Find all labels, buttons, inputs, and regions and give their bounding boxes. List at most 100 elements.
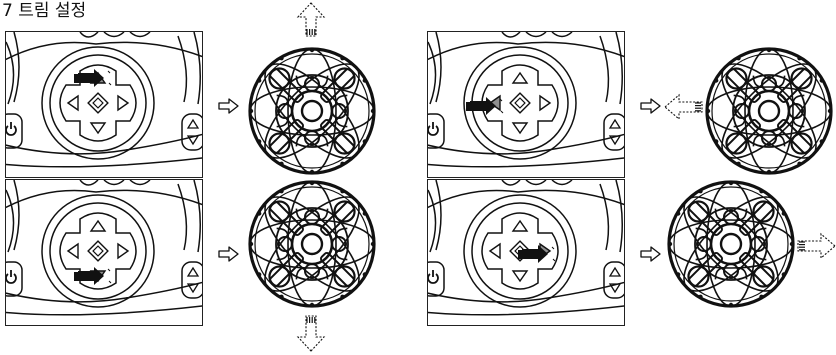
drone-cage-node xyxy=(371,242,375,246)
up-down-arrows-icon xyxy=(610,120,620,144)
controller-right-contour-2 xyxy=(194,180,200,252)
power-button xyxy=(6,262,22,296)
drone-center xyxy=(302,101,322,121)
hollow-right-arrow-icon xyxy=(218,98,240,114)
drone-cage-node xyxy=(759,189,763,193)
controller-diagram xyxy=(6,180,203,326)
drone-cage-node xyxy=(820,139,824,143)
dpad-up-key xyxy=(91,221,105,231)
dpad-down-key xyxy=(91,123,105,133)
top-button xyxy=(80,32,98,37)
controller-right-contour xyxy=(178,36,186,102)
drone-cage-node xyxy=(249,109,253,113)
drone-cage-node xyxy=(310,170,314,174)
top-button xyxy=(104,32,124,37)
drone-cage-node xyxy=(279,189,283,193)
drone-cage-ring xyxy=(707,182,755,306)
drone-cage-node xyxy=(729,303,733,307)
controller-right-contour xyxy=(178,184,186,250)
controller-left-contour-2 xyxy=(428,190,436,252)
drone-cage-node xyxy=(257,139,261,143)
drone-body xyxy=(292,224,332,264)
drone-cage-node xyxy=(706,109,710,113)
drone-cage-node xyxy=(668,242,672,246)
drone-cage-node xyxy=(310,181,314,185)
dashed-arrow-shape xyxy=(798,234,835,258)
power-icon xyxy=(428,122,438,135)
top-button xyxy=(502,32,520,37)
drone-cage-node xyxy=(676,211,680,215)
up-down-arrows-icon xyxy=(188,268,198,292)
controller-panel-trim-left xyxy=(427,31,625,178)
drone-cage-ring xyxy=(288,182,336,306)
drone-cage-node xyxy=(736,162,740,166)
drone-cage-node xyxy=(698,189,702,193)
drone-cage-node xyxy=(257,272,261,276)
controller-top-edge xyxy=(6,190,203,210)
power-button xyxy=(428,262,444,296)
drone-cage-node xyxy=(729,181,733,185)
controller-panel-trim-backward xyxy=(5,179,203,326)
drone-cage-node xyxy=(759,295,763,299)
controller-right-contour xyxy=(600,184,608,250)
drone-body xyxy=(749,91,789,131)
controller-diagram xyxy=(6,32,203,178)
drone-cage-node xyxy=(714,78,718,82)
top-button xyxy=(104,180,124,185)
throttle-button xyxy=(182,262,203,298)
dashed-arrow-up-icon xyxy=(296,2,326,38)
controller-right-contour-2 xyxy=(616,180,622,252)
drone-cage-node xyxy=(310,48,314,52)
drone-cage-ring xyxy=(708,50,830,172)
power-icon xyxy=(6,270,16,283)
dpad-down-key xyxy=(513,123,527,133)
controller-panel-trim-right xyxy=(427,179,625,326)
top-button xyxy=(552,32,572,37)
throttle-button xyxy=(604,262,625,298)
dpad-outer-ring xyxy=(42,47,154,159)
dpad-left-key xyxy=(68,244,78,258)
drone-cage-node xyxy=(797,56,801,60)
drone-cage-node xyxy=(340,295,344,299)
drone-cage-ring xyxy=(251,183,373,305)
drone-cage-node xyxy=(828,109,832,113)
page-title: 7 트림 설정 xyxy=(2,0,86,22)
top-button xyxy=(130,32,150,37)
center-diamond-button xyxy=(510,93,530,113)
controller-left-contour-2 xyxy=(6,42,14,104)
top-button xyxy=(130,180,150,185)
drone-cage-node xyxy=(340,162,344,166)
up-down-arrows-icon xyxy=(188,120,198,144)
drone-cage-ring xyxy=(251,183,373,305)
drone-cage-node xyxy=(363,272,367,276)
drone-cage-node xyxy=(257,78,261,82)
center-diamond-inner xyxy=(93,246,103,256)
drone-cage-node xyxy=(257,211,261,215)
drone-cage-node xyxy=(714,139,718,143)
dashed-arrow-down-icon xyxy=(296,314,326,352)
drone-top-view-icon xyxy=(246,45,378,177)
drone-cage-node xyxy=(279,162,283,166)
drone-cage-node xyxy=(767,170,771,174)
drone-cage-node xyxy=(790,242,794,246)
dpad-right-key xyxy=(540,96,550,110)
drone-body xyxy=(292,91,332,131)
drone-cage-ring xyxy=(250,87,374,135)
drone-cage-ring xyxy=(251,50,373,172)
controller-left-contour-2 xyxy=(428,42,436,104)
controller-left-contour xyxy=(14,180,19,250)
controller-left-contour xyxy=(436,180,441,250)
top-button xyxy=(80,180,98,185)
controller-panel-trim-forward xyxy=(5,31,203,178)
hollow-right-arrow-shape xyxy=(219,99,238,113)
center-diamond-inner xyxy=(93,98,103,108)
drone-cage-node xyxy=(363,139,367,143)
hollow-right-arrow-icon xyxy=(640,98,662,114)
dashed-arrow-shape xyxy=(298,316,324,351)
dpad-down-key xyxy=(513,271,527,281)
center-diamond-inner xyxy=(515,98,525,108)
controller-left-contour-2 xyxy=(6,190,14,252)
drone-top-view-icon xyxy=(703,45,835,177)
drone-cage-ring xyxy=(250,220,374,268)
drone-cage-node xyxy=(340,189,344,193)
